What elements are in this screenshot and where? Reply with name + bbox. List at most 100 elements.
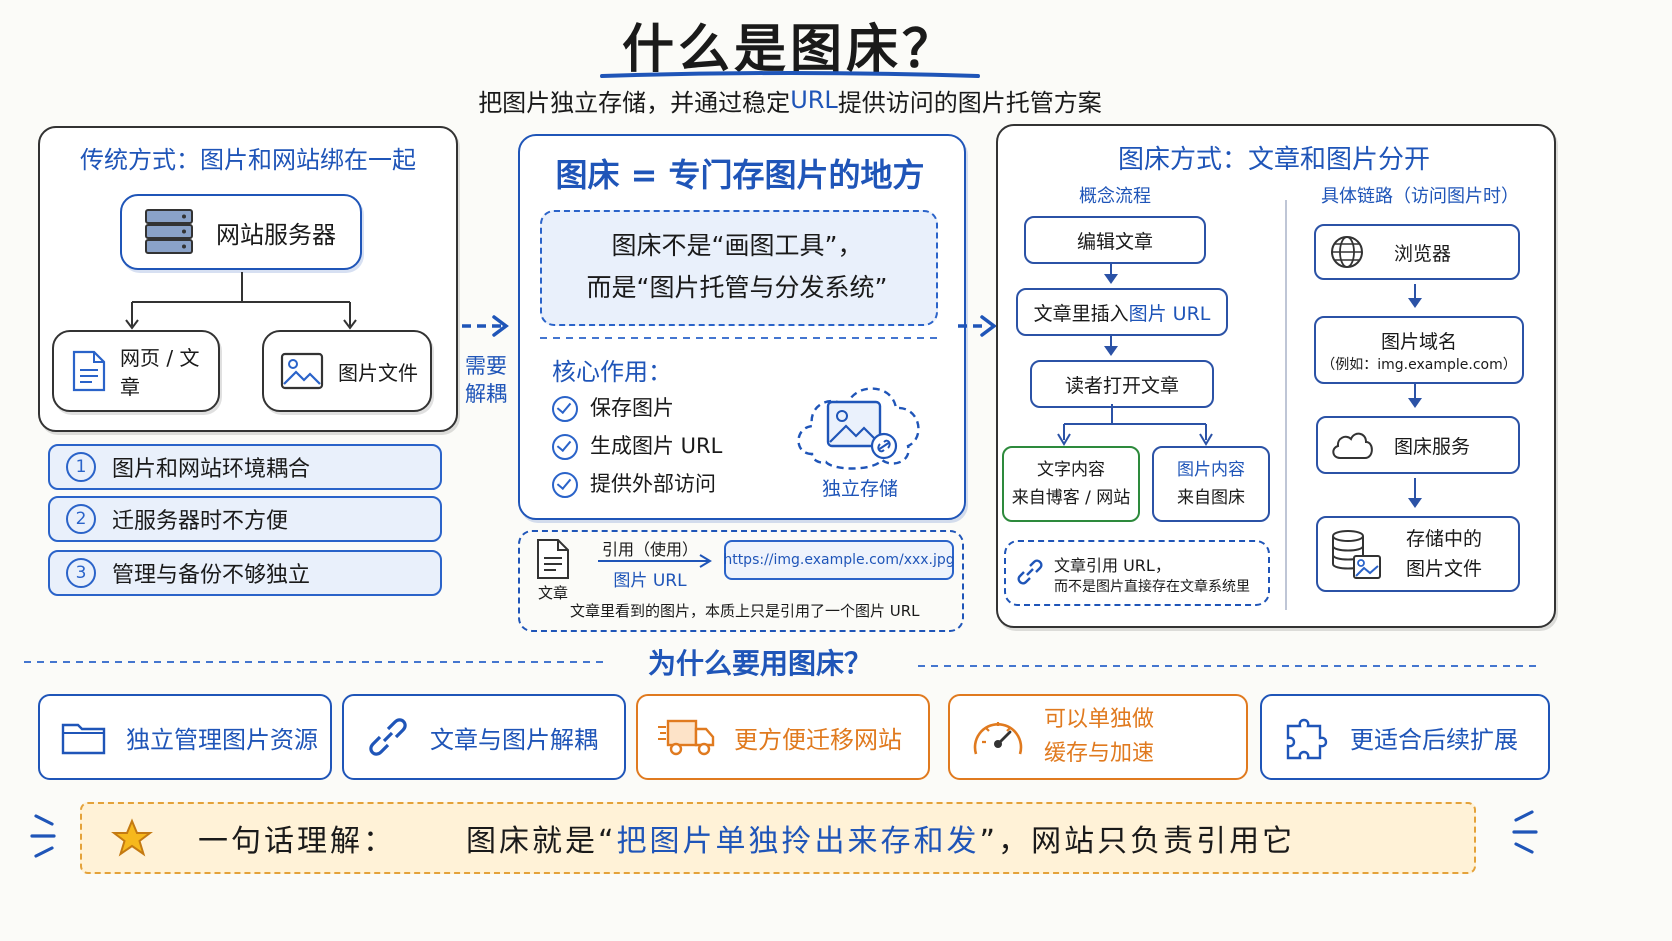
why-item-cache: 可以单独做 缓存与加速 [948, 694, 1248, 780]
why-item-independent: 独立管理图片资源 [38, 694, 332, 780]
webpage-box: 网页 / 文章 [52, 330, 220, 412]
image-content-box: 图片内容 来自图床 [1152, 446, 1270, 522]
folder-icon [61, 723, 106, 755]
chain-service-label: 图床服务 [1394, 435, 1471, 458]
link-icon [1017, 559, 1043, 585]
why-item-label-4: 可以单独做 缓存与加速 [1044, 707, 1155, 766]
chain-browser-label: 浏览器 [1394, 242, 1452, 265]
title-underline [600, 71, 980, 78]
problem-item-1: 1 图片和网站环境耦合 [48, 444, 442, 490]
problem-text-2: 迁服务器时不方便 [112, 509, 289, 534]
database-image-icon [1332, 530, 1381, 579]
speedometer-icon [973, 722, 1023, 755]
url-reference-note-line-1: 文章引用 URL， [1054, 556, 1171, 575]
image-content-label: 图片内容 [1177, 460, 1245, 480]
why-divider-right [918, 665, 1540, 667]
chain-image-host-service: 图床服务 [1316, 416, 1520, 474]
server-box: 网站服务器 [120, 194, 362, 270]
check-icon [552, 434, 578, 460]
problem-number-1: 1 [66, 452, 96, 482]
definition-line-2: 而是“图片托管与分发系统” [586, 273, 888, 302]
reference-url-label: 图片 URL [613, 571, 687, 591]
truck-icon [658, 719, 715, 756]
column-divider [1285, 200, 1287, 610]
flow-insert-url: 文章里插入图片 URL [1016, 288, 1228, 336]
flow-insert-url-label: 图片 URL [1128, 302, 1211, 325]
why-item-label-3: 更方便迁移网站 [734, 725, 902, 754]
chain-arrow-3 [1408, 478, 1422, 508]
core-item-label-2: 生成图片 URL [590, 434, 723, 458]
server-branch-lines [125, 272, 357, 330]
server-label: 网站服务器 [216, 220, 336, 249]
image-file-box: 图片文件 [262, 330, 432, 412]
definition-line-1: 图床不是“画图工具”， [611, 231, 863, 260]
puzzle-icon [1286, 718, 1328, 760]
summary-highlight: 把图片单独拎出来存和发 [616, 824, 980, 859]
server-icon [145, 209, 193, 254]
problem-number-3: 3 [66, 558, 96, 588]
why-item-label-5: 更适合后续扩展 [1350, 725, 1518, 754]
core-item-label-1: 保存图片 [590, 396, 674, 420]
chain-storage-files: 存储中的 图片文件 [1316, 516, 1520, 592]
why-title: 为什么要用图床？ [647, 647, 872, 680]
problem-text-1: 图片和网站环境耦合 [112, 457, 311, 482]
webpage-label: 网页 / 文章 [120, 346, 200, 399]
chain-arrow-2 [1408, 384, 1422, 408]
reference-arrow-icon [598, 554, 712, 568]
article-label: 文章 [538, 584, 569, 602]
sparkle-left-icon [30, 814, 56, 858]
why-divider-left [24, 661, 604, 663]
image-content-source: 来自图床 [1177, 488, 1245, 508]
subtitle-pre: 把图片独立存储，并通过稳定 [478, 88, 791, 117]
flow-split-lines [1057, 404, 1213, 446]
chain-domain-example: （例如：img.example.com） [1321, 356, 1517, 373]
reference-example-box [518, 530, 964, 632]
definition-quote-box [540, 210, 938, 326]
page-title: 什么是图床？ [621, 19, 958, 80]
traditional-title: 传统方式：图片和网站绑在一起 [80, 146, 416, 174]
why-item-migrate: 更方便迁移网站 [636, 694, 930, 780]
image-host-title: 图床 = 专门存图片的地方 [555, 156, 925, 194]
why-item-label-1: 独立管理图片资源 [126, 725, 318, 754]
url-reference-note-line-2: 而不是图片直接存在文章系统里 [1054, 579, 1250, 595]
core-item-3: 提供外部访问 [552, 468, 716, 498]
decouple-arrow-icon [462, 315, 509, 337]
problem-number-2: 2 [66, 504, 96, 534]
check-icon [552, 472, 578, 498]
chain-domain-label: 图片域名 [1380, 330, 1457, 353]
flow-arrow-2 [1104, 334, 1118, 356]
globe-icon [1331, 236, 1363, 268]
reference-use-label: 引用（使用） [601, 540, 698, 559]
core-item-label-3: 提供外部访问 [590, 472, 716, 496]
summary-pre: 图床就是“ [466, 824, 617, 859]
why-item-decouple: 文章与图片解耦 [342, 694, 626, 780]
image-host-method-title: 图床方式：文章和图片分开 [1117, 144, 1430, 175]
flow-arrow-1 [1104, 262, 1118, 284]
link-icon [369, 718, 407, 756]
cloud-label: 独立存储 [821, 478, 898, 500]
chain-image-domain: 图片域名 （例如：img.example.com） [1314, 316, 1524, 384]
why-item-extend: 更适合后续扩展 [1260, 694, 1550, 780]
subtitle-post: 提供访问的图片托管方案 [837, 88, 1102, 117]
middle-to-right-arrow-icon [958, 315, 997, 337]
summary-lead: 一句话理解： [198, 824, 396, 859]
document-icon [72, 350, 106, 392]
core-item-1: 保存图片 [552, 392, 674, 422]
image-file-label: 图片文件 [338, 360, 418, 385]
flow-open-article: 读者打开文章 [1030, 360, 1214, 408]
chain-storage-label: 存储中的 图片文件 [1406, 528, 1483, 580]
chain-browser: 浏览器 [1314, 224, 1520, 280]
article-document-icon [537, 539, 569, 579]
flow-insert-label: 文章里插入 [1033, 302, 1129, 325]
flow-edit-article: 编辑文章 [1024, 216, 1206, 264]
core-item-2: 生成图片 URL [552, 430, 722, 460]
cloud-image-icon [797, 387, 920, 470]
star-icon [111, 818, 153, 857]
problem-text-3: 管理与备份不够独立 [112, 563, 311, 588]
problem-item-2: 2 迁服务器时不方便 [48, 496, 442, 542]
page-subtitle: 把图片独立存储，并通过稳定 URL 提供访问的图片托管方案 [380, 82, 1200, 118]
concept-flow-title: 概念流程 [1079, 186, 1151, 207]
summary-post: ”，网站只负责引用它 [979, 824, 1296, 859]
url-reference-note-box [1004, 540, 1270, 606]
problem-item-3: 3 管理与备份不够独立 [48, 550, 442, 596]
